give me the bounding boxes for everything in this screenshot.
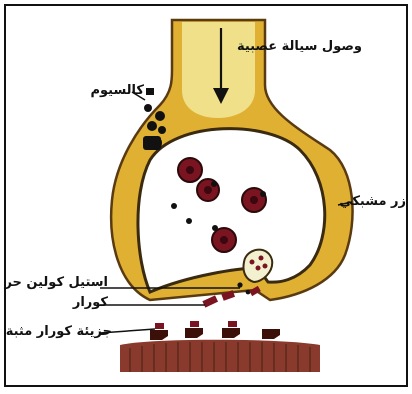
- acetylcholine-label: استيل كولين حر: [4, 276, 108, 289]
- synaptic-button-label: زر مشبكي: [346, 195, 406, 208]
- synaptic-button-interior: [138, 129, 325, 292]
- postsynaptic-membrane: [120, 340, 320, 372]
- inhibited-curare-label: جزيئة كورار مثبة: [4, 325, 112, 338]
- nerve-impulse-label: وصول سيالة عصبية: [232, 40, 362, 53]
- axon-interior: [182, 22, 255, 118]
- curare-label: كورار: [54, 296, 108, 309]
- calcium-label: كالسيوم: [74, 84, 144, 97]
